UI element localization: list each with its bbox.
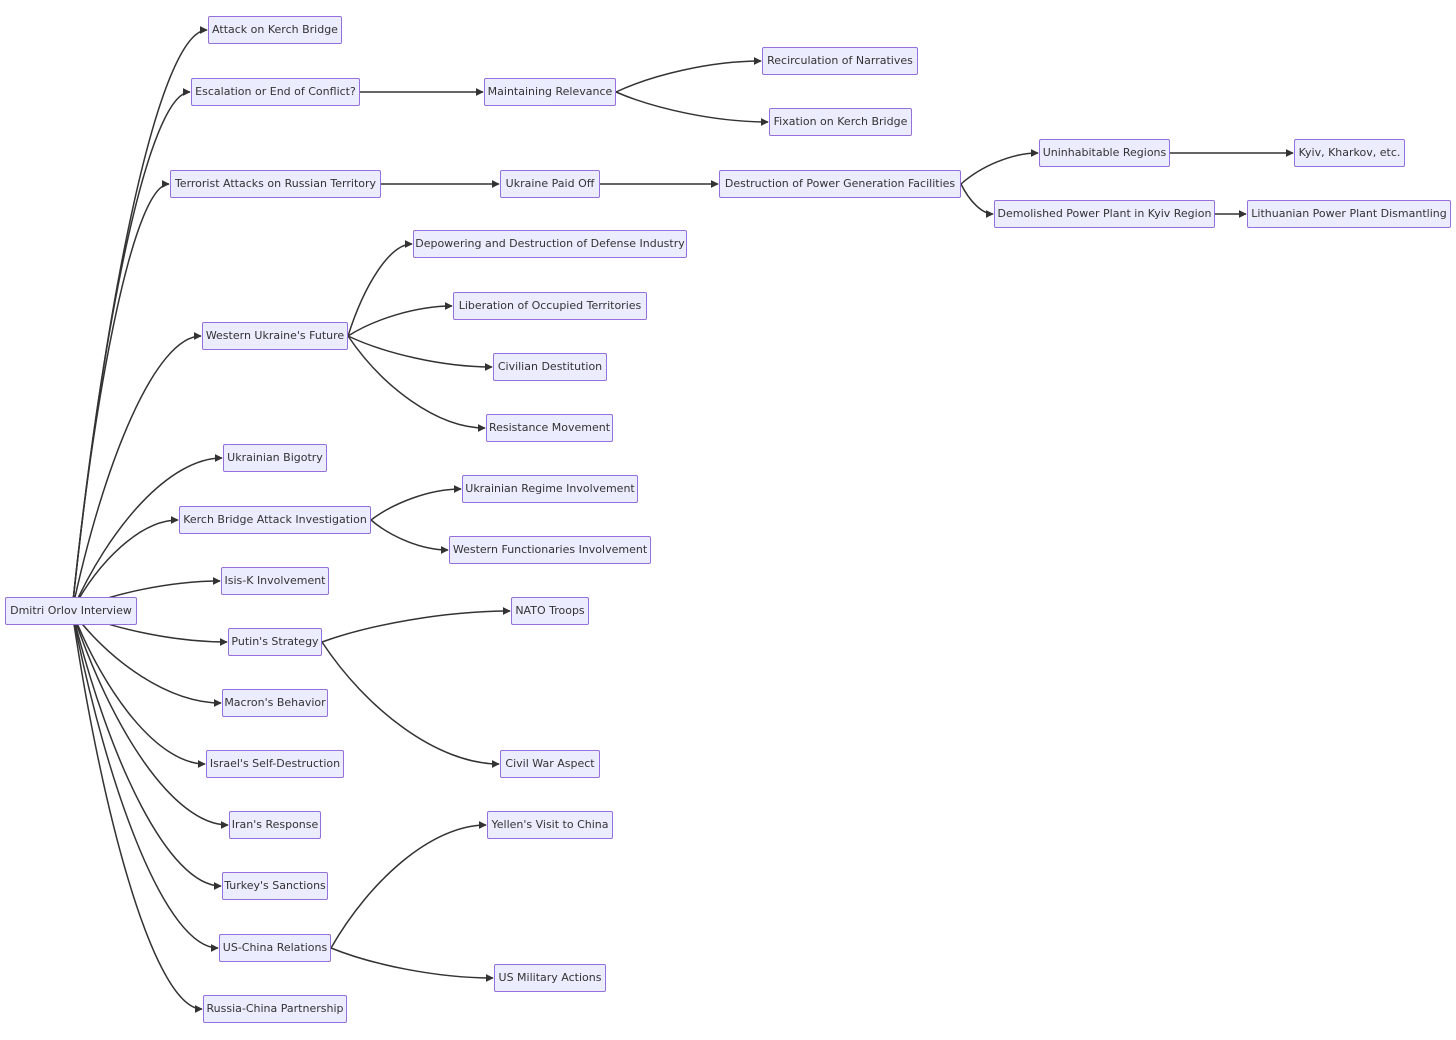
edge-root-to-terrorist: [71, 180, 170, 612]
node-depowering[interactable]: Depowering and Destruction of Defense In…: [413, 230, 687, 258]
node-kerch-attack[interactable]: Attack on Kerch Bridge: [208, 16, 342, 44]
node-turkey[interactable]: Turkey's Sanctions: [222, 872, 328, 900]
edge-western-future-to-resistance: [347, 335, 486, 432]
edge-putin-strategy-to-nato: [321, 607, 511, 643]
edge-root-to-macron: [71, 610, 222, 707]
node-bigotry[interactable]: Ukrainian Bigotry: [223, 444, 327, 472]
node-iran[interactable]: Iran's Response: [229, 811, 321, 839]
node-macron[interactable]: Macron's Behavior: [222, 689, 328, 717]
node-resistance[interactable]: Resistance Movement: [486, 414, 613, 442]
node-regime[interactable]: Ukrainian Regime Involvement: [462, 475, 638, 503]
node-root[interactable]: Dmitri Orlov Interview: [5, 597, 137, 625]
node-western-future[interactable]: Western Ukraine's Future: [202, 322, 348, 350]
node-ukraine-paid[interactable]: Ukraine Paid Off: [500, 170, 600, 198]
node-fixation[interactable]: Fixation on Kerch Bridge: [769, 108, 912, 136]
edge-root-to-russia-china: [71, 610, 203, 1013]
node-uninhabitable[interactable]: Uninhabitable Regions: [1039, 139, 1170, 167]
node-liberation[interactable]: Liberation of Occupied Territories: [453, 292, 647, 320]
node-us-china[interactable]: US-China Relations: [219, 934, 331, 962]
node-kerch-investigation[interactable]: Kerch Bridge Attack Investigation: [179, 506, 371, 534]
edge-us-china-to-us-military: [330, 947, 494, 982]
node-terrorist[interactable]: Terrorist Attacks on Russian Territory: [170, 170, 381, 198]
node-escalation[interactable]: Escalation or End of Conflict?: [191, 78, 360, 106]
edge-root-to-kerch-investigation: [71, 516, 179, 612]
node-functionaries[interactable]: Western Functionaries Involvement: [449, 536, 651, 564]
node-demolished[interactable]: Demolished Power Plant in Kyiv Region: [994, 200, 1215, 228]
node-israel[interactable]: Israel's Self-Destruction: [206, 750, 344, 778]
node-recirculation[interactable]: Recirculation of Narratives: [762, 47, 918, 75]
node-us-military[interactable]: US Military Actions: [494, 964, 606, 992]
node-putin-strategy[interactable]: Putin's Strategy: [228, 628, 322, 656]
edge-root-to-western-future: [71, 332, 202, 612]
node-power-destruction[interactable]: Destruction of Power Generation Faciliti…: [719, 170, 961, 198]
node-maintaining[interactable]: Maintaining Relevance: [484, 78, 616, 106]
node-russia-china[interactable]: Russia-China Partnership: [203, 995, 347, 1023]
edge-western-future-to-civilian: [347, 335, 493, 371]
edge-putin-strategy-to-civil-war: [321, 641, 500, 768]
node-nato[interactable]: NATO Troops: [511, 597, 589, 625]
node-yellen[interactable]: Yellen's Visit to China: [487, 811, 613, 839]
edge-root-to-iran: [71, 610, 229, 829]
edge-power-destruction-to-demolished: [960, 183, 994, 218]
node-kyiv-kharkov[interactable]: Kyiv, Kharkov, etc.: [1294, 139, 1405, 167]
edge-root-to-us-china: [71, 610, 219, 952]
edge-root-to-bigotry: [71, 454, 223, 612]
edge-root-to-turkey: [71, 610, 222, 890]
edge-western-future-to-depowering: [347, 240, 413, 337]
node-lithuanian[interactable]: Lithuanian Power Plant Dismantling: [1247, 200, 1451, 228]
edge-western-future-to-liberation: [347, 302, 453, 337]
node-civilian[interactable]: Civilian Destitution: [493, 353, 607, 381]
edge-maintaining-to-recirculation: [615, 57, 762, 93]
edge-kerch-investigation-to-functionaries: [370, 519, 449, 554]
edge-kerch-investigation-to-regime: [370, 485, 462, 521]
edge-root-to-israel: [71, 610, 206, 768]
node-civil-war[interactable]: Civil War Aspect: [500, 750, 600, 778]
edge-maintaining-to-fixation: [615, 91, 769, 126]
edge-power-destruction-to-uninhabitable: [960, 149, 1039, 185]
node-isis-k[interactable]: Isis-K Involvement: [221, 567, 329, 595]
edge-us-china-to-yellen: [330, 821, 487, 949]
